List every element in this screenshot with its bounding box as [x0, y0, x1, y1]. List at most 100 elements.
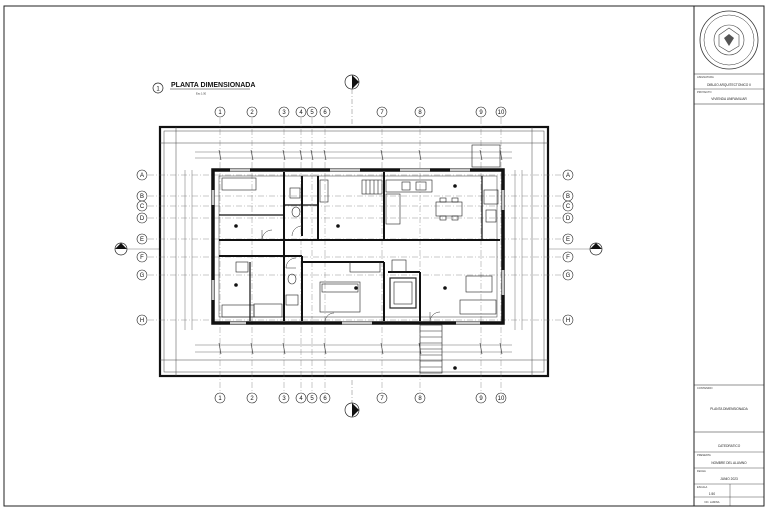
- stairs: [361, 179, 443, 374]
- svg-text:4: 4: [299, 110, 303, 116]
- svg-text:7: 7: [380, 396, 384, 402]
- grid-bubble-col-2-bottom: 2: [246, 392, 258, 404]
- grid-bubble-col-10-bottom: 10: [495, 392, 507, 404]
- svg-text:E: E: [566, 237, 570, 243]
- grid-bubble-row-B-left: B: [136, 190, 148, 202]
- section-marker-left: [114, 242, 160, 256]
- grid-bubble-col-6-top: 6: [319, 106, 331, 118]
- grid-bubble-col-3-top: 3: [278, 106, 290, 118]
- grid-bubble-row-H-left: H: [136, 314, 148, 326]
- svg-text:9: 9: [479, 396, 483, 402]
- grid-bubble-col-7-bottom: 7: [376, 392, 388, 404]
- site-boundary: [158, 125, 550, 378]
- svg-text:B: B: [566, 194, 570, 200]
- section-marker-bottom: [344, 380, 360, 418]
- svg-text:H: H: [140, 318, 144, 324]
- door-swings: [261, 225, 441, 323]
- sheet-border: [3, 5, 765, 507]
- svg-text:A: A: [140, 173, 144, 179]
- svg-text:5: 5: [310, 110, 314, 116]
- grid-bubble-col-7-top: 7: [376, 106, 388, 118]
- svg-text:5: 5: [310, 396, 314, 402]
- svg-text:D: D: [566, 216, 571, 222]
- university-seal-icon: [699, 10, 759, 70]
- svg-text:F: F: [566, 255, 570, 261]
- grid-bubble-row-G-left: G: [136, 269, 148, 281]
- sheet-label: CONTENIDO: [697, 386, 713, 390]
- svg-text:E: E: [140, 237, 144, 243]
- grid-bubble-row-E-right: E: [562, 233, 574, 245]
- svg-text:1: 1: [218, 110, 222, 116]
- furniture: [221, 144, 501, 318]
- svg-text:6: 6: [323, 396, 327, 402]
- field2-value: VIVIENDA UNIFAMILIAR: [711, 97, 747, 101]
- grid-bubble-col-5-top: 5: [306, 106, 318, 118]
- grid-bubble-col-4-top: 4: [295, 106, 307, 118]
- grid-bubble-row-E-left: E: [136, 233, 148, 245]
- drawing-title-block: 1 PLANTA DIMENSIONADA Esc 1:50: [152, 82, 255, 96]
- svg-text:8: 8: [418, 396, 422, 402]
- svg-text:F: F: [140, 255, 144, 261]
- field1-label: ASIGNATURA: [697, 75, 714, 79]
- section-marker-right: [548, 242, 603, 256]
- section-marker-top: [344, 74, 360, 125]
- window-frames: [212, 169, 504, 324]
- svg-text:3: 3: [282, 396, 286, 402]
- grid-bubble-col-1-top: 1: [214, 106, 226, 118]
- grid-bubble-col-4-bottom: 4: [295, 392, 307, 404]
- drawing-title: PLANTA DIMENSIONADA: [171, 82, 255, 89]
- grid-bubble-col-1-bottom: 1: [214, 392, 226, 404]
- grid-bubble-row-A-right: A: [562, 169, 574, 181]
- svg-text:G: G: [140, 273, 145, 279]
- svg-text:A: A: [566, 173, 570, 179]
- field5-label: FECHA: [697, 469, 706, 473]
- svg-text:H: H: [566, 318, 570, 324]
- field6-label: ESCALA: [697, 485, 708, 489]
- svg-text:7: 7: [380, 110, 384, 116]
- sheet-value: PLANTA DIMENSIONADA: [710, 407, 748, 411]
- level-markers: [234, 184, 457, 370]
- field2-label: PROYECTO: [697, 90, 712, 94]
- svg-text:2: 2: [250, 396, 254, 402]
- field1-value: DIBUJO ARQUITECTONICO II: [707, 83, 751, 87]
- svg-text:6: 6: [323, 110, 327, 116]
- svg-text:C: C: [140, 204, 145, 210]
- grid-bubble-row-F-left: F: [136, 251, 148, 263]
- field7-value: NO. LAMINA: [705, 500, 720, 504]
- field5-value: JUNIO 2023: [720, 477, 738, 481]
- grid-bubble-col-5-bottom: 5: [306, 392, 318, 404]
- drawing-scale: Esc 1:50: [196, 92, 207, 96]
- svg-text:B: B: [140, 194, 144, 200]
- drawing-number: 1: [156, 87, 160, 93]
- svg-text:10: 10: [498, 110, 505, 116]
- title-block: ASIGNATURA DIBUJO ARQUITECTONICO II PROY…: [694, 10, 764, 506]
- grid-bubble-col-10-top: 10: [495, 106, 507, 118]
- grid-bubble-row-D-left: D: [136, 212, 148, 224]
- grid-bubble-row-A-left: A: [136, 169, 148, 181]
- svg-text:4: 4: [299, 396, 303, 402]
- grid-bubble-col-8-bottom: 8: [414, 392, 426, 404]
- svg-text:1: 1: [218, 396, 222, 402]
- grid-bubble-row-B-right: B: [562, 190, 574, 202]
- grid-bubble-col-9-top: 9: [475, 106, 487, 118]
- svg-text:8: 8: [418, 110, 422, 116]
- grid-bubble-col-9-bottom: 9: [475, 392, 487, 404]
- field3-value: CATEDRATICO: [718, 444, 741, 448]
- svg-text:D: D: [140, 216, 145, 222]
- svg-text:2: 2: [250, 110, 254, 116]
- svg-text:3: 3: [282, 110, 286, 116]
- grid-bubble-row-C-left: C: [136, 200, 148, 212]
- grid-bubble-row-G-right: G: [562, 269, 574, 281]
- svg-text:10: 10: [498, 396, 505, 402]
- grid-bubble-col-6-bottom: 6: [319, 392, 331, 404]
- grid-bubble-col-2-top: 2: [246, 106, 258, 118]
- svg-text:G: G: [566, 273, 571, 279]
- dimension-lines: [184, 151, 523, 353]
- field4-value: NOMBRE DEL ALUMNO: [711, 461, 747, 465]
- svg-text:C: C: [566, 204, 571, 210]
- grid-bubble-col-8-top: 8: [414, 106, 426, 118]
- field6-value: 1:50: [709, 492, 715, 496]
- grid-bubble-col-3-bottom: 3: [278, 392, 290, 404]
